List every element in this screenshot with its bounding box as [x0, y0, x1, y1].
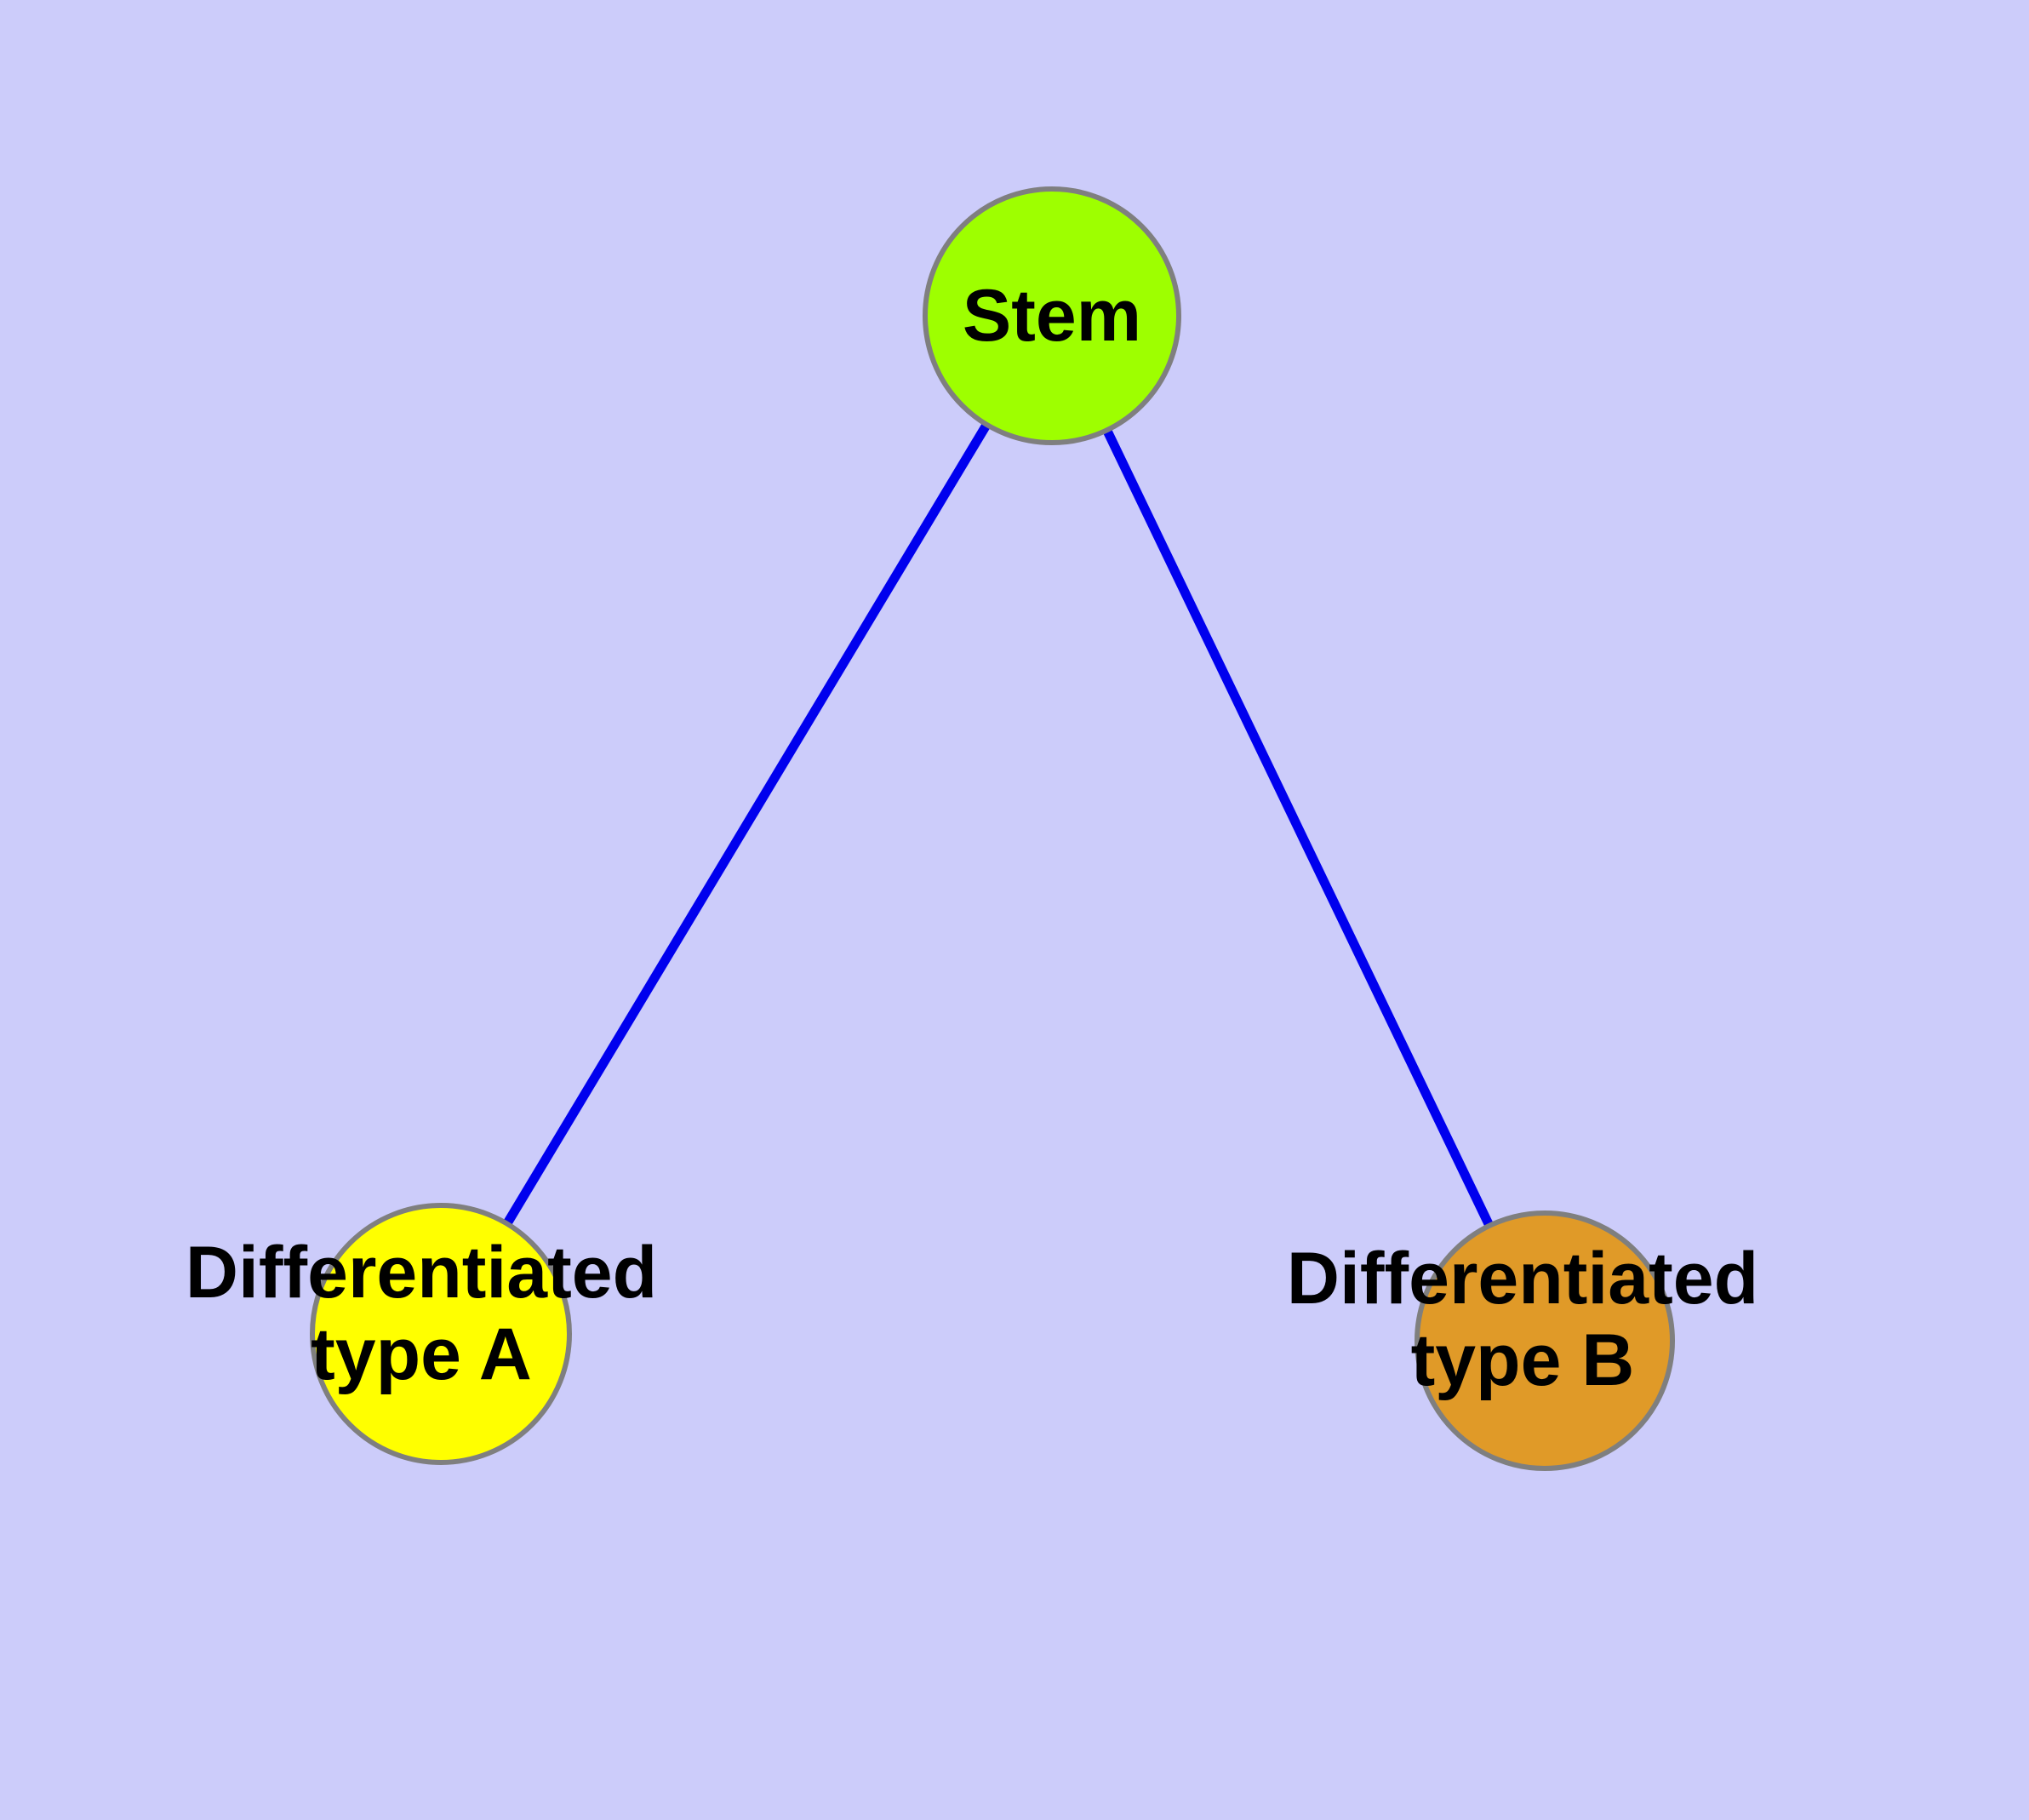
graph-node-stem[interactable]: [923, 186, 1181, 445]
node-circle-diff-b[interactable]: [1415, 1210, 1675, 1471]
node-label-line: type B: [1411, 1319, 1635, 1401]
node-circle-diff-a[interactable]: [310, 1203, 572, 1465]
graph-node-diff-a[interactable]: [310, 1203, 572, 1465]
graph-edge[interactable]: [501, 313, 1056, 1228]
node-label-stem: Stem: [963, 275, 1141, 357]
node-label-line: Differentiated: [186, 1232, 657, 1313]
node-circle-stem[interactable]: [923, 186, 1181, 445]
node-label-line: type A: [311, 1313, 532, 1395]
graph-node-diff-b[interactable]: [1415, 1210, 1675, 1471]
edges-layer: [501, 313, 1495, 1230]
node-label-line: Differentiated: [1287, 1238, 1758, 1319]
node-label-line: Stem: [963, 275, 1141, 357]
graph-edge[interactable]: [1048, 313, 1495, 1230]
